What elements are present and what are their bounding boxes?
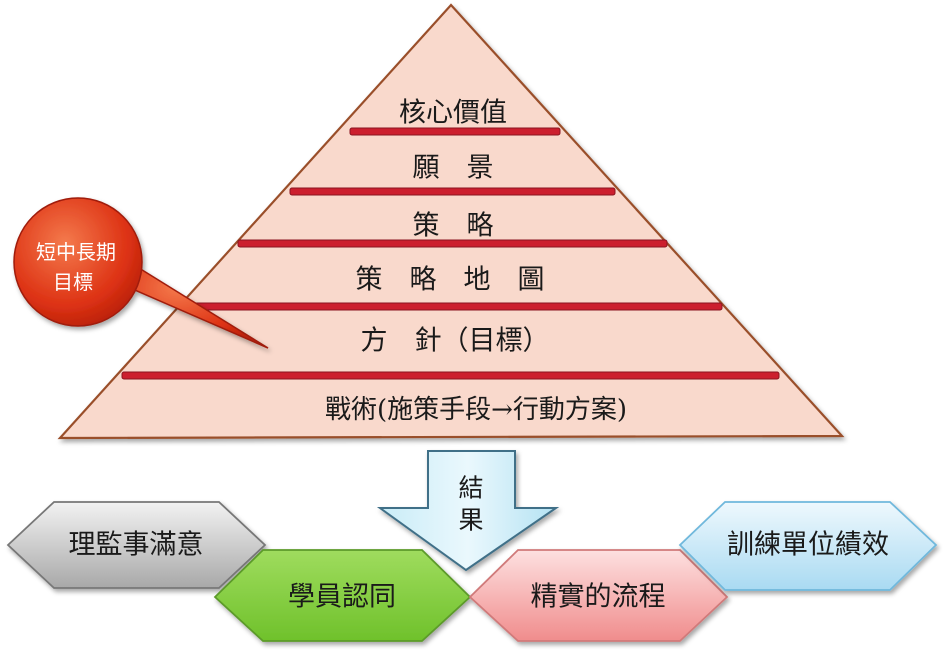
pyramid-level-core-values: 核心價值 [399, 97, 507, 129]
pyramid-shape [57, 3, 845, 440]
hexagon-training-performance [678, 501, 938, 591]
hexagon-directors [6, 501, 267, 589]
pyramid-level-tactics: 戰術(施策手段→行動方案) [324, 395, 628, 425]
callout-text-line2: 目標 [53, 270, 93, 294]
pyramid-level-policy: 方 針（目標） [360, 325, 550, 357]
result-arrow [376, 450, 560, 572]
pyramid-divider-1 [349, 127, 561, 136]
pyramid-divider-2 [289, 187, 616, 196]
pyramid-divider-4 [189, 302, 723, 311]
result-arrow-text-line2: 果 [458, 505, 484, 535]
pyramid-divider-3 [237, 239, 668, 248]
pyramid-divider-5 [121, 371, 780, 380]
result-training-unit-performance: 訓練單位績效 [727, 529, 889, 561]
result-directors-satisfaction: 理監事滿意 [68, 529, 204, 561]
result-lean-process: 精實的流程 [530, 581, 666, 613]
result-arrow-text-line1: 結 [458, 473, 484, 503]
pyramid-level-strategy: 策 略 [412, 210, 494, 242]
callout-circle [13, 197, 143, 327]
callout-text-line1: 短中長期 [36, 240, 116, 264]
hexagon-lean-process [468, 549, 729, 642]
pyramid-level-strategy-map: 策 略 地 圖 [355, 264, 545, 296]
callout-bubble [13, 197, 269, 349]
pyramid-dividers [121, 127, 780, 380]
result-trainee-recognition: 學員認同 [288, 581, 396, 613]
pyramid-level-vision: 願 景 [412, 152, 494, 184]
